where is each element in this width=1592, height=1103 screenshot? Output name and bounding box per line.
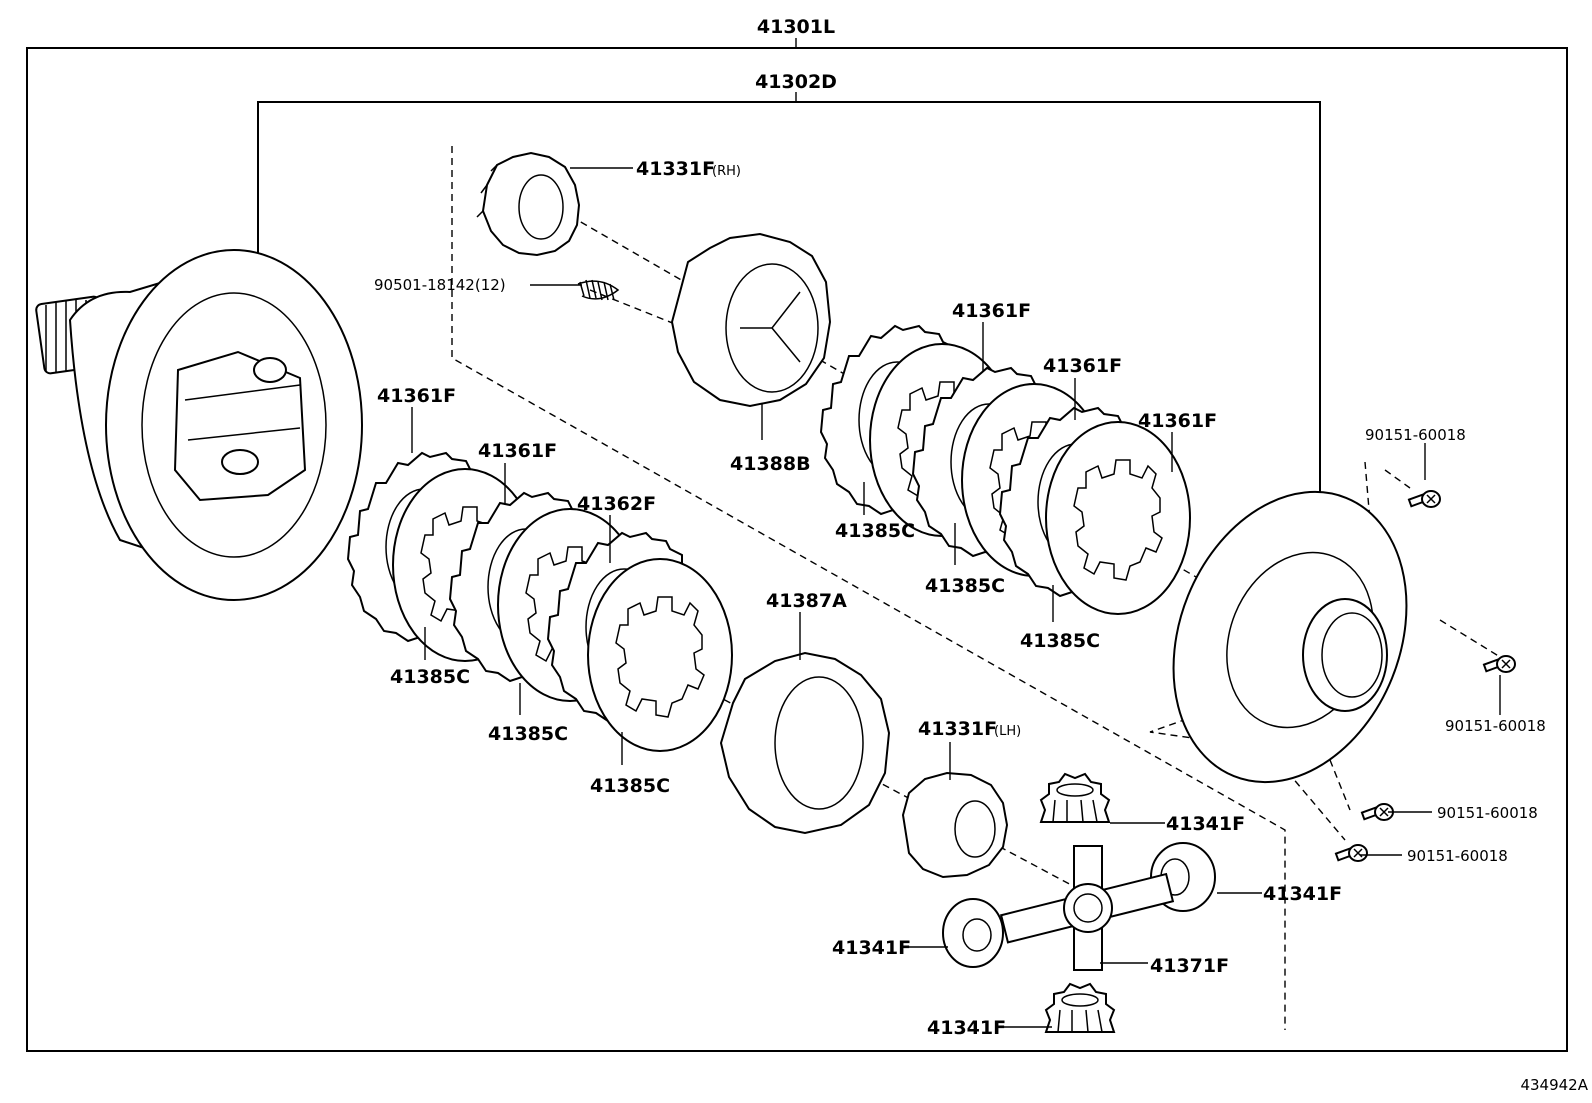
assembly-41301l-frame [26, 47, 1568, 1052]
label-assembly: 41301L [757, 16, 835, 38]
label-41341f-c: 41341F [832, 937, 911, 959]
label-41341f-a: 41341F [1166, 813, 1245, 835]
label-90151-60018-a: 90151-60018 [1365, 426, 1466, 444]
label-90501-18142: 90501-18142(12) [374, 276, 506, 294]
pressure-ring-41387a [719, 651, 891, 835]
label-41385c-e: 41385C [488, 723, 568, 745]
label-41361f-b: 41361F [1043, 355, 1122, 377]
pinion-gear-bottom [1045, 983, 1115, 1033]
label-90151-60018-c: 90151-60018 [1437, 804, 1538, 822]
label-41385c-b: 41385C [925, 575, 1005, 597]
label-41388b: 41388B [730, 453, 811, 475]
diagram-id: 434942A [1520, 1076, 1588, 1094]
label-subassembly: 41302D [755, 71, 837, 93]
label-41361f-e: 41361F [478, 440, 557, 462]
pinion-gear-top [1040, 773, 1110, 823]
label-90151-60018-d: 90151-60018 [1407, 847, 1508, 865]
label-41362f: 41362F [577, 493, 656, 515]
label-41387a: 41387A [766, 590, 847, 612]
label-41371f: 41371F [1150, 955, 1229, 977]
label-41341f-d: 41341F [927, 1017, 1006, 1039]
label-41331f-lh: 41331F [918, 718, 997, 740]
label-lh: (LH) [994, 724, 1021, 739]
spring [577, 279, 620, 301]
clutch-pack-left [347, 452, 733, 752]
leader-lines [411, 167, 1501, 1028]
label-41385c-a: 41385C [835, 520, 915, 542]
label-41361f-a: 41361F [952, 300, 1031, 322]
label-41385c-c: 41385C [1020, 630, 1100, 652]
label-41331f-rh: 41331F [636, 158, 715, 180]
label-41341f-b: 41341F [1263, 883, 1342, 905]
group-outline-bolts [1364, 461, 1373, 546]
label-41385c-d: 41385C [390, 666, 470, 688]
side-gear-lh [901, 771, 1009, 879]
pinion-shaft-41371f [999, 845, 1175, 971]
differential-cover [1172, 490, 1408, 784]
side-gear-rh [476, 151, 581, 257]
differential-case [35, 249, 363, 601]
label-41361f-d: 41361F [377, 385, 456, 407]
group-outline-clutch-pack [451, 146, 1286, 1030]
bolt-4 [1334, 844, 1368, 862]
bolt-2 [1482, 655, 1516, 673]
assembly-41302d-bracket [257, 101, 1321, 495]
bolt-1 [1407, 490, 1441, 508]
pressure-ring-41388b [670, 232, 832, 408]
label-41385c-f: 41385C [590, 775, 670, 797]
label-rh: (RH) [712, 164, 741, 179]
label-90151-60018-b: 90151-60018 [1445, 717, 1546, 735]
clutch-pack-right [820, 325, 1191, 615]
label-41361f-c: 41361F [1138, 410, 1217, 432]
pinion-gear-left [942, 898, 1004, 968]
